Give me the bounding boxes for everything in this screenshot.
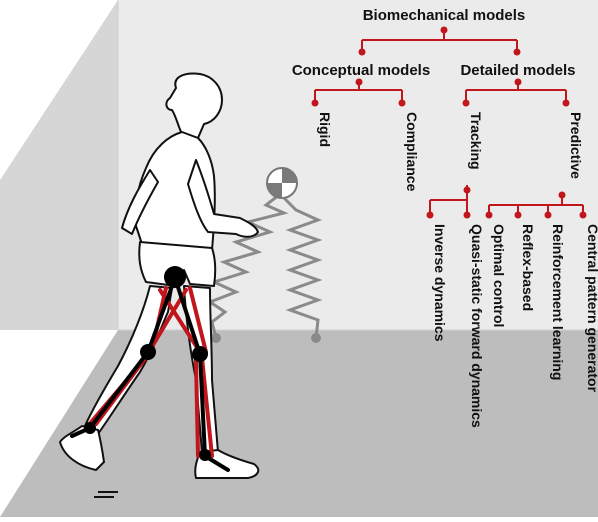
label-rigid: Rigid [317, 112, 333, 147]
floor [0, 330, 598, 517]
label-conceptual: Conceptual models [292, 62, 430, 79]
left-wall [0, 0, 118, 330]
label-tracking: Tracking [468, 112, 484, 170]
label-reflex-based: Reflex-based [520, 224, 536, 311]
label-root: Biomechanical models [363, 7, 526, 24]
spring-right [282, 196, 323, 339]
walking-person [59, 72, 260, 479]
ankle-joint-front [199, 449, 211, 461]
back-wall [118, 0, 598, 330]
spring-foot-right [311, 333, 321, 343]
spring-foot-left [211, 333, 221, 343]
label-detailed: Detailed models [460, 62, 575, 79]
label-inverse-dynamics: Inverse dynamics [432, 224, 448, 342]
label-predictive: Predictive [568, 112, 584, 179]
label-optimal-control: Optimal control [491, 224, 507, 327]
label-reinforcement-learning: Reinforcement learning [550, 224, 566, 380]
musculoskeletal-overlay [70, 266, 230, 472]
label-quasi-static: Quasi-static forward dynamics [469, 224, 485, 428]
taxonomy-tree [311, 26, 587, 219]
knee-joint-front [192, 346, 208, 362]
spring-left [206, 193, 289, 339]
hip-joint [164, 266, 186, 288]
label-central-pattern-generator: Central pattern generator [585, 224, 598, 393]
label-compliance: Compliance [404, 112, 420, 192]
ankle-joint-back [84, 422, 96, 434]
spring-mass-model [206, 167, 323, 343]
knee-joint-back [140, 344, 156, 360]
